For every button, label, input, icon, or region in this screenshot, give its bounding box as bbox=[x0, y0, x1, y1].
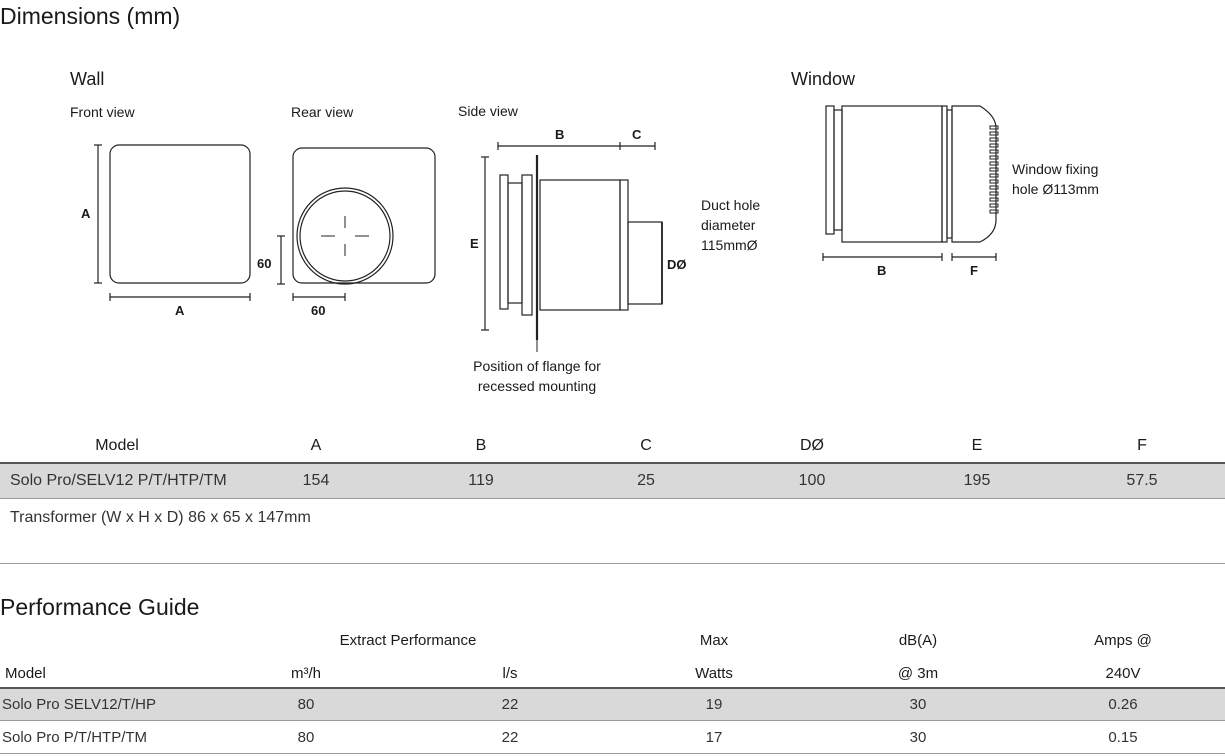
side-view-label: Side view bbox=[458, 103, 518, 119]
col-f: F bbox=[1137, 437, 1147, 454]
duct-hole-note: Duct hole diameter 115mmØ bbox=[701, 197, 761, 253]
front-dim-a-vertical: A bbox=[81, 206, 91, 221]
rear-view-shape bbox=[292, 147, 436, 284]
rear-view-label: Rear view bbox=[291, 104, 354, 120]
table-row: Solo Pro SELV12/T/HP 80 22 19 30 0.26 bbox=[0, 689, 1225, 720]
front-dim-a-horizontal: A bbox=[175, 303, 185, 318]
col-e: E bbox=[971, 437, 983, 454]
performance-header-bottom: Model m³/h l/s Watts @ 3m 240V bbox=[5, 665, 1141, 682]
table-row: Solo Pro/SELV12 P/T/HTP/TM 154 119 25 10… bbox=[0, 464, 1225, 498]
window-title: Window bbox=[791, 69, 856, 89]
rear-dim-60-vertical: 60 bbox=[257, 256, 272, 271]
rear-duct-outer bbox=[296, 187, 394, 285]
col-b: B bbox=[475, 437, 487, 454]
front-view-shape bbox=[109, 144, 251, 284]
side-dim-b: B bbox=[555, 127, 565, 142]
front-view-label: Front view bbox=[70, 104, 135, 120]
col-d: DØ bbox=[800, 437, 824, 454]
rear-duct-inner bbox=[299, 190, 391, 282]
col-c: C bbox=[640, 437, 652, 454]
flange-note: Position of flange for recessed mounting bbox=[473, 358, 601, 394]
wall-title: Wall bbox=[70, 69, 105, 89]
window-fixing-note: Window fixing hole Ø113mm bbox=[1012, 161, 1099, 197]
performance-title: Performance Guide bbox=[0, 594, 200, 620]
rear-dim-60-horizontal: 60 bbox=[311, 303, 326, 318]
transformer-note: Transformer (W x H x D) 86 x 65 x 147mm bbox=[10, 509, 311, 526]
table-row: Solo Pro P/T/HTP/TM 80 22 17 30 0.15 bbox=[2, 729, 1138, 746]
col-model: Model bbox=[95, 437, 139, 454]
col-a: A bbox=[310, 437, 322, 454]
side-dim-e: E bbox=[470, 236, 479, 251]
dimensions-table-header: Model A B C DØ E F bbox=[0, 437, 1225, 463]
dimensions-title: Dimensions (mm) bbox=[0, 3, 181, 29]
window-dim-f: F bbox=[970, 263, 978, 278]
side-dim-d: DØ bbox=[667, 257, 687, 272]
dimension-drawings bbox=[94, 105, 999, 352]
window-dim-b: B bbox=[877, 263, 887, 278]
performance-header-top: Extract Performance Max dB(A) Amps @ bbox=[339, 632, 1152, 649]
side-dim-c: C bbox=[632, 127, 642, 142]
